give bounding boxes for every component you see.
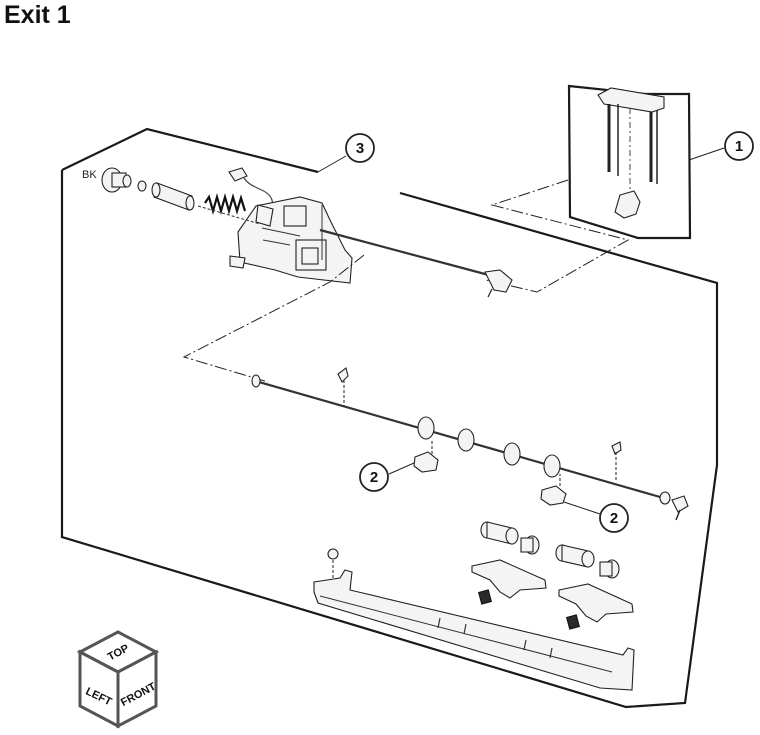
callout-3: 3 (317, 133, 375, 173)
bk-gear-part (101, 167, 147, 193)
drive-shaft-part (319, 228, 513, 298)
callout-2-right: 2 (563, 501, 629, 533)
exit-guide-frame-part (313, 548, 635, 691)
shaft-end-gear-part (659, 491, 689, 521)
inset-box-item-1 (485, 84, 692, 293)
callout-2-left-label: 2 (370, 469, 378, 486)
bearing-clip-part-left (413, 440, 439, 473)
exit-roller-shaft-group (251, 367, 689, 521)
roller-part (417, 416, 561, 478)
pinch-roller-group-left (471, 521, 547, 605)
callout-1-label: 1 (735, 138, 743, 155)
main-assembly-box (60, 127, 719, 709)
callout-3-label: 3 (356, 140, 364, 157)
callout-1: 1 (688, 131, 754, 161)
callout-2-left: 2 (359, 462, 415, 492)
bushing-tube-part (151, 182, 195, 211)
frame-bracket-part (597, 87, 665, 219)
drive-module-group (101, 167, 513, 383)
spring-part (204, 192, 247, 216)
motor-housing-part (229, 196, 353, 284)
orientation-cube-icon: TOP LEFT FRONT (76, 630, 160, 729)
pinch-roller-group-right (555, 544, 634, 630)
callout-2-right-label: 2 (610, 510, 618, 527)
page-title: Exit 1 (4, 1, 71, 29)
bk-label: BK (82, 169, 97, 181)
bearing-clip-part-right (540, 474, 567, 506)
